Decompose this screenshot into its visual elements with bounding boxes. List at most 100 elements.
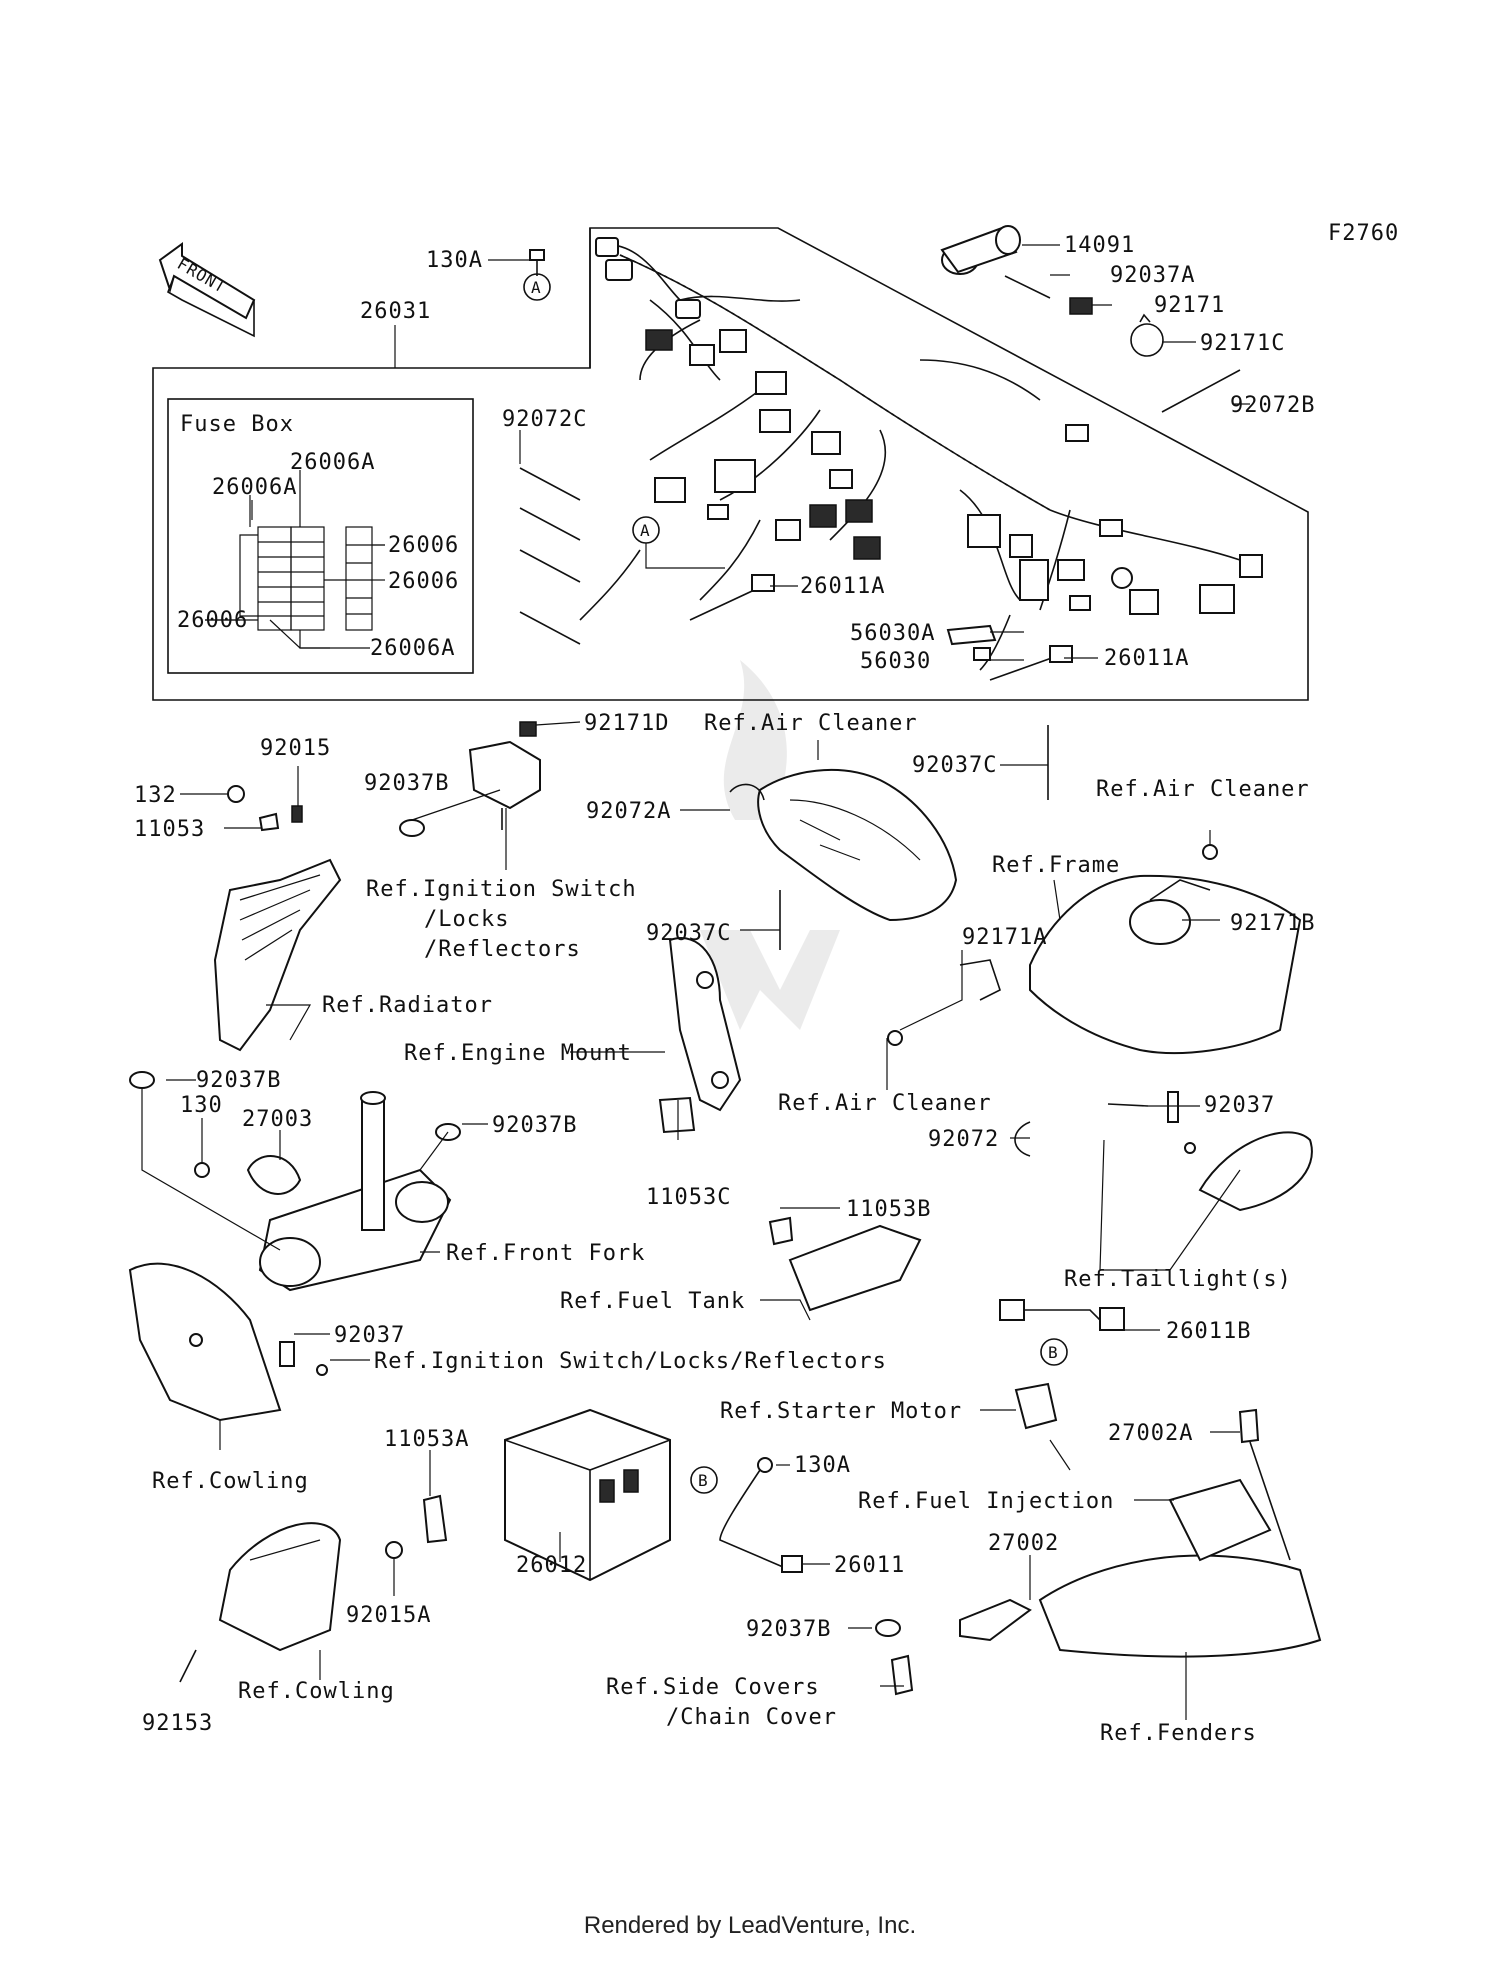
bolt-132[interactable] xyxy=(227,785,245,803)
strap-92072A[interactable] xyxy=(729,783,765,801)
screw-ignition[interactable] xyxy=(316,1364,328,1376)
wiring-harness-box xyxy=(152,227,1309,701)
label-ref-taillights: Ref.Taillight(s) xyxy=(1064,1267,1292,1292)
label-26012: 26012 xyxy=(516,1553,587,1578)
label-92153: 92153 xyxy=(142,1711,213,1736)
label-56030A: 56030A xyxy=(850,621,935,646)
label-130: 130 xyxy=(180,1093,223,1118)
label-ref-engine-mount: Ref.Engine Mount xyxy=(404,1041,632,1066)
label-11053B: 11053B xyxy=(846,1197,931,1222)
clamp-92037B-2[interactable] xyxy=(129,1071,155,1089)
label-92037C-2: 92037C xyxy=(646,921,731,946)
taillight-assembly xyxy=(1107,1091,1313,1212)
label-ref-cowling-2: Ref.Cowling xyxy=(238,1679,395,1704)
leader-lines xyxy=(141,244,1250,1720)
part-14091[interactable] xyxy=(940,225,1021,275)
label-ref-air-cleaner-1: Ref.Air Cleaner xyxy=(704,711,918,736)
label-26006A-1: 26006A xyxy=(290,450,375,475)
label-26011B: 26011B xyxy=(1166,1319,1251,1344)
part-92072B[interactable] xyxy=(1161,369,1241,413)
label-ref-ignition-2: /Locks xyxy=(424,907,509,932)
label-92037-1: 92037 xyxy=(1204,1093,1275,1118)
label-26006A-2: 26006A xyxy=(212,475,297,500)
bracket-ignition xyxy=(468,721,541,830)
label-26006-1: 26006 xyxy=(388,533,459,558)
tie-92037[interactable] xyxy=(279,1341,295,1367)
fender-assembly xyxy=(1038,1408,1322,1658)
label-92072A: 92072A xyxy=(586,799,671,824)
label-ref-ignition-3: /Reflectors xyxy=(424,937,581,962)
frame-section xyxy=(1029,874,1302,1055)
label-14091: 14091 xyxy=(1064,233,1135,258)
plate-56030[interactable] xyxy=(946,624,997,661)
clip-11053[interactable] xyxy=(258,812,280,832)
label-92037B-4: 92037B xyxy=(746,1617,831,1642)
clip-92015[interactable] xyxy=(291,805,303,823)
label-ref-side-covers-1: Ref.Side Covers xyxy=(606,1675,820,1700)
battery-cable-26011[interactable] xyxy=(719,1469,803,1573)
part-92171[interactable] xyxy=(1069,297,1093,315)
callout-A-harness: A xyxy=(632,516,725,569)
ecu-27002[interactable] xyxy=(959,1598,1032,1642)
label-26006-2: 26006 xyxy=(388,569,459,594)
label-26011A-1: 26011A xyxy=(800,574,885,599)
cowling-upper xyxy=(128,1262,282,1422)
ignition-switch-27003[interactable] xyxy=(246,1155,302,1195)
label-ref-radiator: Ref.Radiator xyxy=(322,993,493,1018)
label-26011A-2: 26011A xyxy=(1104,646,1189,671)
label-92037A: 92037A xyxy=(1110,263,1195,288)
clip-11053C[interactable] xyxy=(658,1096,696,1134)
diagram-code: F2760 xyxy=(1328,221,1399,246)
clamp-92037B-1[interactable] xyxy=(399,819,425,837)
label-26006A-3: 26006A xyxy=(370,636,455,661)
bolt-130[interactable] xyxy=(194,1162,210,1178)
starter-relay[interactable] xyxy=(1014,1382,1058,1430)
footer-credit: Rendered by LeadVenture, Inc. xyxy=(583,1912,917,1939)
part-92072C-ties[interactable] xyxy=(519,467,581,645)
bolt-130A-bottom[interactable] xyxy=(757,1457,773,1473)
bolt-130A-top[interactable] xyxy=(529,249,545,276)
clip-11053A[interactable] xyxy=(422,1494,448,1544)
callout-A-top: A xyxy=(523,273,551,301)
label-92072B: 92072B xyxy=(1230,393,1315,418)
radiator-shroud xyxy=(213,858,342,1052)
label-11053: 11053 xyxy=(134,817,205,842)
strap-92072[interactable] xyxy=(1014,1121,1031,1157)
main-harness-26031[interactable] xyxy=(579,237,1263,671)
svg-text:A: A xyxy=(531,278,542,297)
part-92037A[interactable] xyxy=(1004,275,1051,299)
label-ref-frame: Ref.Frame xyxy=(992,853,1120,878)
screw-92153[interactable] xyxy=(179,1649,197,1683)
bolt-air-cleaner[interactable] xyxy=(1202,844,1218,860)
side-cover-bracket xyxy=(890,1654,914,1696)
label-92015A: 92015A xyxy=(346,1603,431,1628)
clamp-92037B-4[interactable] xyxy=(875,1619,901,1637)
part-92171C[interactable] xyxy=(1130,313,1164,357)
label-92171A: 92171A xyxy=(962,925,1047,950)
starter-relay-harness-26011B[interactable] xyxy=(999,1299,1125,1331)
part-labels: 130A 26031 14091 92037A 92171 92171C 920… xyxy=(134,233,1315,1746)
grommet-92015A[interactable] xyxy=(385,1541,403,1559)
label-92171D: 92171D xyxy=(584,711,669,736)
label-ref-ignition-long: Ref.Ignition Switch/Locks/Reflectors xyxy=(374,1349,887,1374)
battery-26012[interactable] xyxy=(504,1408,671,1582)
label-ref-air-cleaner-3: Ref.Air Cleaner xyxy=(778,1091,992,1116)
sub-harness-26011A-2[interactable] xyxy=(989,645,1073,681)
label-92037C-1: 92037C xyxy=(912,753,997,778)
cowling-lower xyxy=(218,1522,342,1652)
svg-text:A: A xyxy=(640,521,651,540)
label-92037B-3: 92037B xyxy=(492,1113,577,1138)
label-92015: 92015 xyxy=(260,736,331,761)
clip-92171A[interactable] xyxy=(887,959,1001,1046)
label-92171B: 92171B xyxy=(1230,911,1315,936)
sub-harness-26011A-1[interactable] xyxy=(689,574,775,621)
label-ref-fuel-injection: Ref.Fuel Injection xyxy=(858,1489,1114,1514)
label-130A-top: 130A xyxy=(426,248,483,273)
label-92072C: 92072C xyxy=(502,407,587,432)
label-132: 132 xyxy=(134,783,177,808)
label-ref-fuel-tank: Ref.Fuel Tank xyxy=(560,1289,745,1314)
label-92037B-1: 92037B xyxy=(364,771,449,796)
fuse-box-title: Fuse Box xyxy=(180,412,294,437)
label-92037B-2: 92037B xyxy=(196,1068,281,1093)
label-ref-side-covers-2: /Chain Cover xyxy=(666,1705,837,1730)
